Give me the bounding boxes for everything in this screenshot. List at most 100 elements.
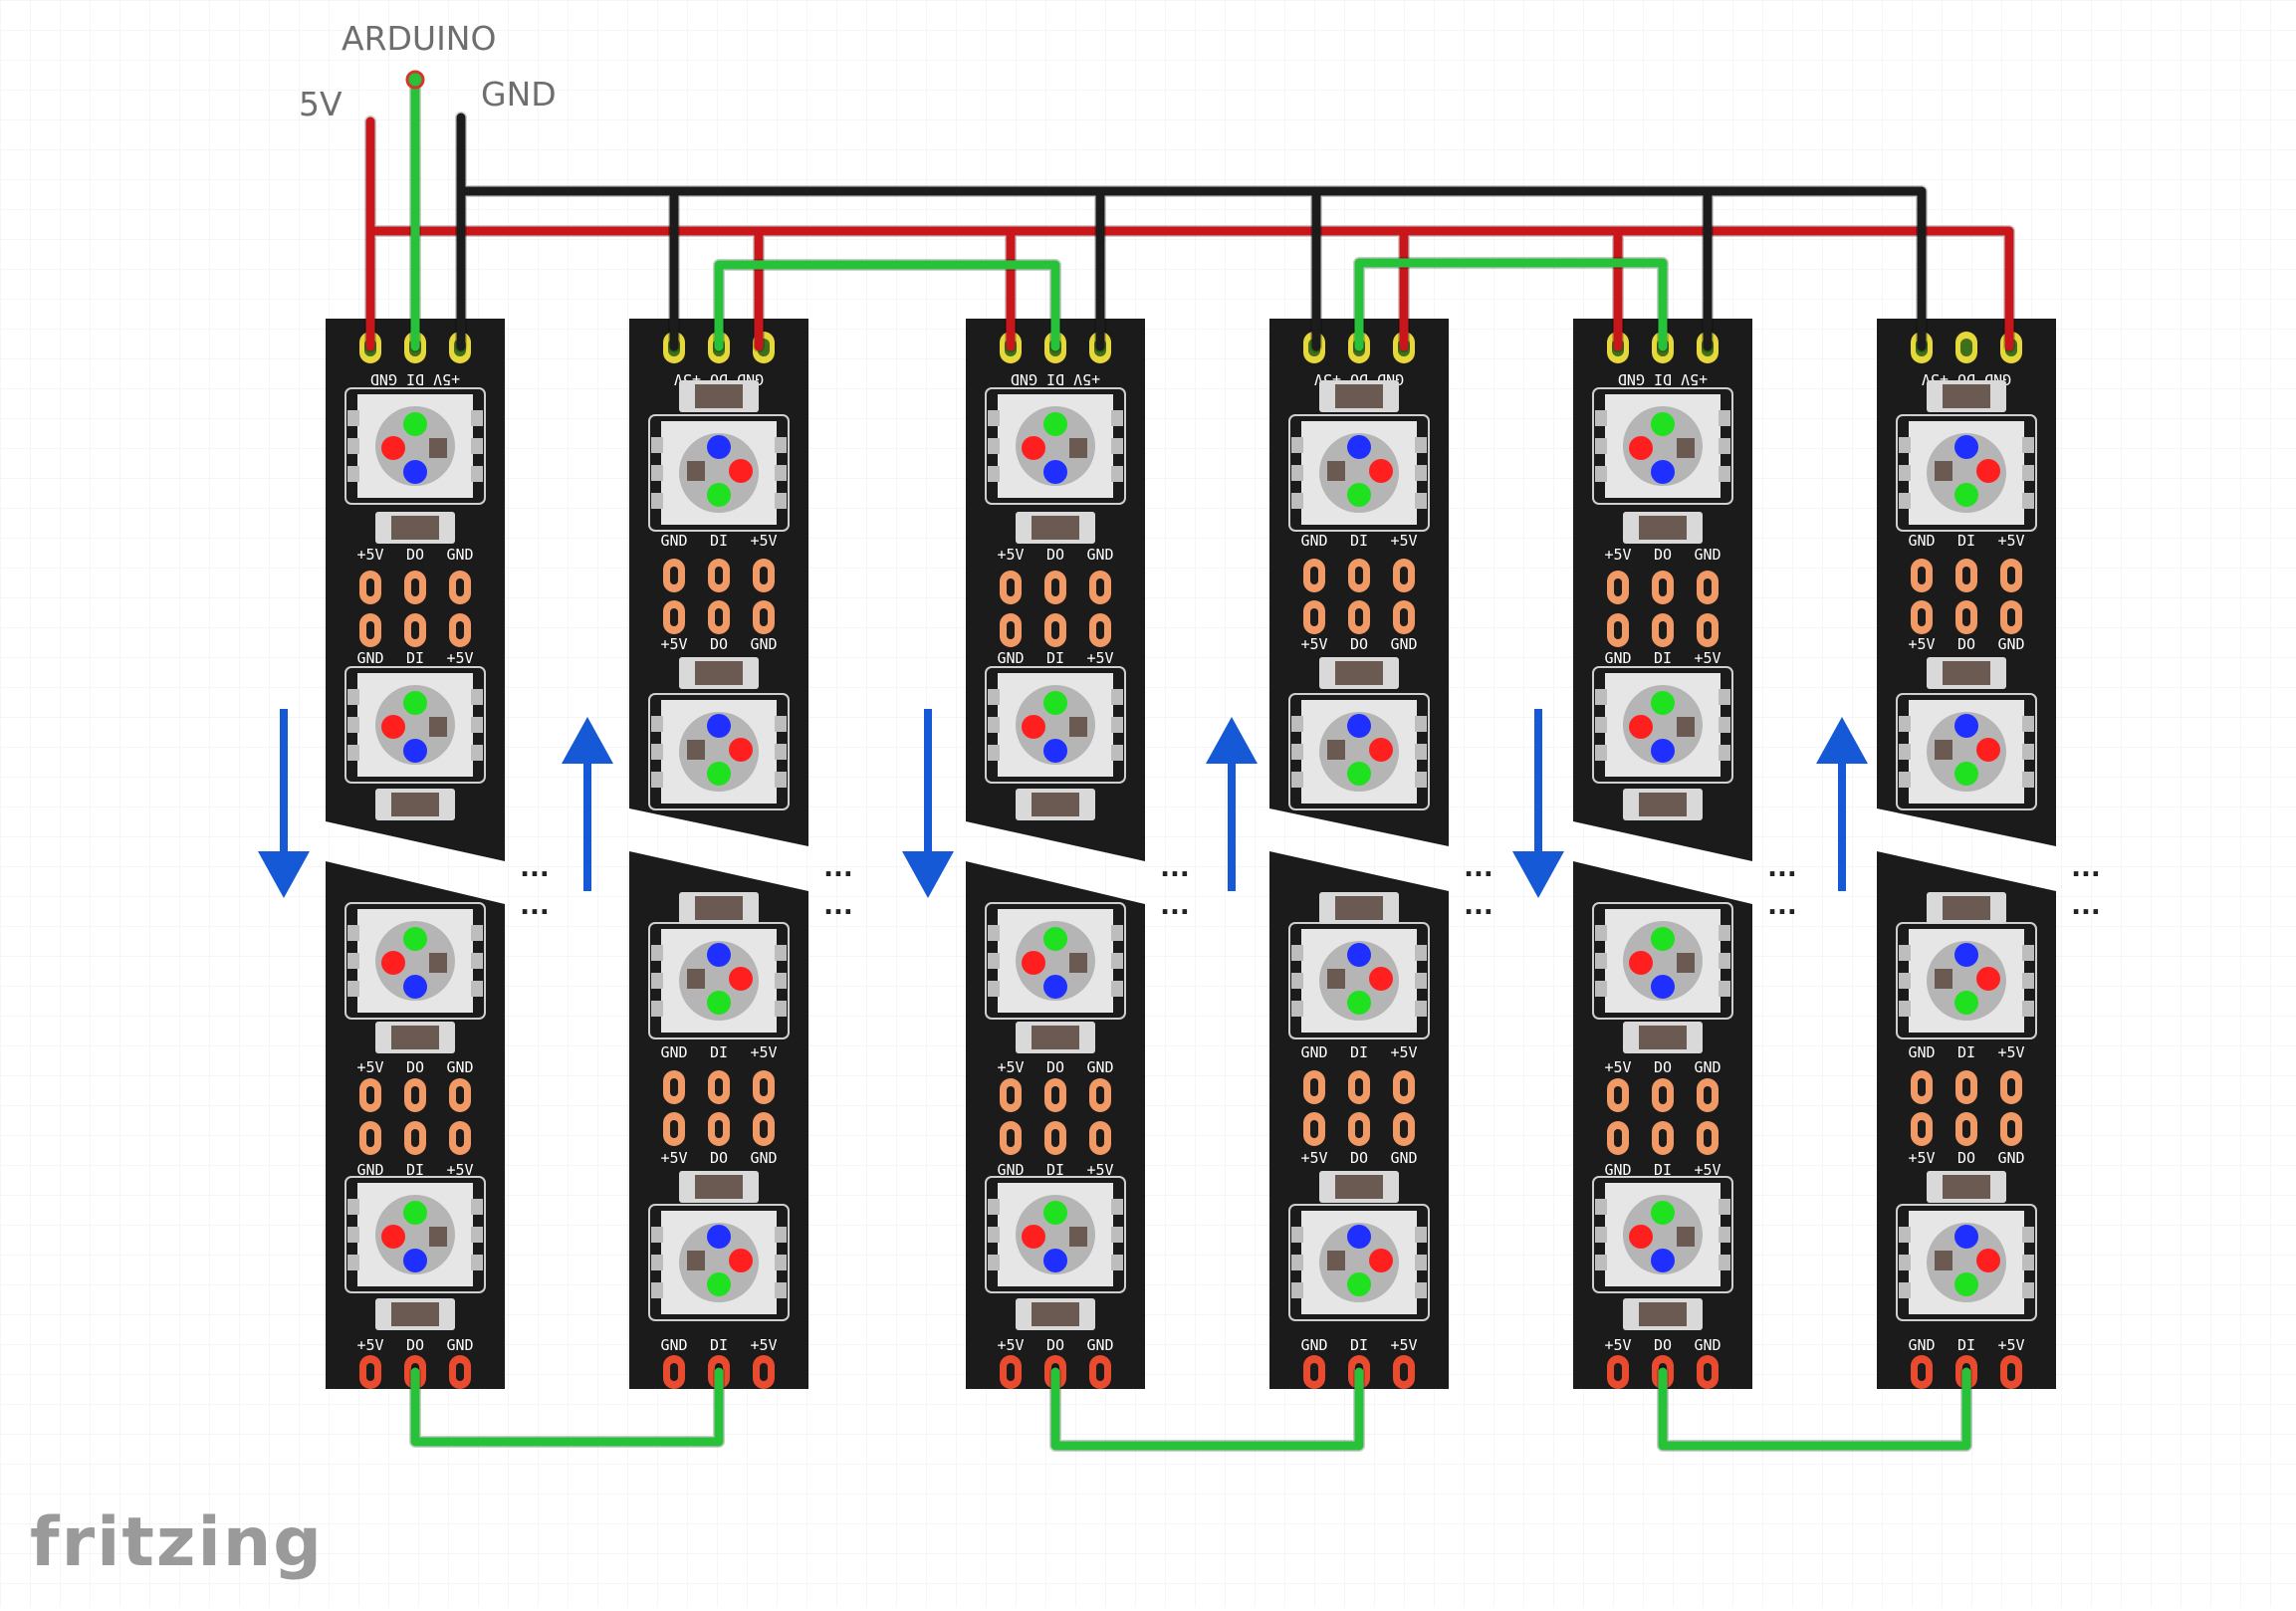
arduino-label: ARDUINO [342, 19, 496, 58]
led-die [1677, 1227, 1695, 1247]
resistor-body [1032, 516, 1079, 540]
pin-label-2-1: DI [1654, 649, 1672, 667]
led-tab [651, 437, 663, 453]
led-tab [651, 1227, 663, 1243]
led-tab [2022, 1227, 2034, 1243]
led-die [1677, 438, 1695, 458]
pin-label-3-0: GND [1908, 1043, 1935, 1061]
pad-hole [1096, 1363, 1104, 1381]
led-red [729, 967, 753, 991]
led-tab [1719, 745, 1730, 761]
pin-label-1-0: GND [660, 532, 687, 550]
pin-label-3-2: GND [446, 1058, 473, 1076]
pad-hole [411, 1086, 419, 1104]
pin-label-1-2: GND [1694, 546, 1721, 564]
pad-hole [670, 1120, 678, 1138]
pad-hole [1918, 608, 1926, 626]
led-3 [1592, 902, 1733, 1020]
led-tab [1415, 465, 1427, 481]
pin-label-4-0: +5V [660, 1149, 687, 1167]
led-tab [347, 1227, 359, 1243]
led-lens [1319, 433, 1399, 513]
led-tab [1595, 438, 1607, 454]
led-die [1677, 717, 1695, 737]
led-lens [1927, 712, 2006, 792]
wire-gnd [456, 113, 1927, 351]
pin-label-5-1: DO [406, 1336, 424, 1354]
led-2 [1896, 693, 2037, 810]
led-tab [1111, 925, 1123, 941]
pin-label-2-1: DO [710, 635, 728, 653]
arduino-pin [405, 70, 425, 90]
led-tab [1595, 925, 1607, 941]
led-tab [1719, 925, 1730, 941]
pad-hole [456, 578, 464, 596]
break-dots-upper: ... [1160, 853, 1190, 883]
led-blue [1347, 1225, 1371, 1249]
led-outline [1592, 387, 1733, 505]
pad-hole [1704, 621, 1712, 639]
led-tab [1595, 1227, 1607, 1243]
led-outline [1896, 693, 2037, 810]
pad-hole [1096, 1129, 1104, 1147]
pin-label-3-2: +5V [1390, 1043, 1417, 1061]
resistor-body [1335, 1175, 1383, 1199]
led-outline [985, 666, 1126, 784]
led-tab [1291, 437, 1303, 453]
led-lens [1016, 685, 1095, 765]
pad-hole [670, 567, 678, 584]
pad-hole [1310, 608, 1318, 626]
resistor-body [391, 1026, 439, 1049]
pin-label-4-1: DO [1350, 1149, 1368, 1167]
led-red [1022, 951, 1045, 975]
pad-hole [1918, 567, 1926, 584]
resistor-body [1335, 384, 1383, 408]
pad-hole [1614, 578, 1622, 596]
pin-label-4-2: +5V [1086, 1161, 1113, 1179]
top-pin-labels: +5V DI GND [1618, 370, 1708, 388]
pad-hole [456, 1086, 464, 1104]
pin-label-3-1: DI [1957, 1043, 1975, 1061]
led-4 [648, 1204, 790, 1321]
pad-hole [366, 621, 374, 639]
led-tab [1111, 466, 1123, 482]
led-tab [651, 772, 663, 788]
led-tab [1899, 1282, 1911, 1298]
pin-label-2-2: +5V [1086, 649, 1113, 667]
led-tab [1899, 772, 1911, 788]
pad-hole [456, 1363, 464, 1381]
pin-label-5-1: DO [1654, 1336, 1672, 1354]
led-tab [1291, 744, 1303, 760]
fritzing-logo: fritzing [30, 1503, 324, 1582]
led-4 [985, 1176, 1126, 1293]
pad-hole [1962, 567, 1970, 584]
break-dots-lower: ... [1767, 891, 1797, 921]
led-tab [988, 1255, 1000, 1270]
led-die [1935, 969, 1952, 989]
pin-label-3-2: +5V [750, 1043, 777, 1061]
pad-hole [1659, 1086, 1667, 1104]
pad-hole [715, 567, 723, 584]
resistor-body [695, 384, 743, 408]
led-tab [1291, 716, 1303, 732]
led-tab [775, 744, 787, 760]
led-blue [707, 714, 731, 738]
top-pin-labels: +5V DI GND [370, 370, 460, 388]
led-tab [471, 717, 483, 733]
pad-hole [1400, 608, 1408, 626]
pad-hole [2007, 567, 2015, 584]
pad-hole [1962, 608, 1970, 626]
pad-hole [1918, 1363, 1926, 1381]
pin-label-5-1: DI [1350, 1336, 1368, 1354]
pad-hole [1310, 567, 1318, 584]
led-lens [1319, 941, 1399, 1021]
pad-hole [1310, 1078, 1318, 1096]
resistor-body [391, 516, 439, 540]
led-tab [1719, 1255, 1730, 1270]
led-tab [1595, 1199, 1607, 1215]
led-blue [403, 975, 427, 999]
led-blue [403, 460, 427, 484]
led-tab [1291, 772, 1303, 788]
